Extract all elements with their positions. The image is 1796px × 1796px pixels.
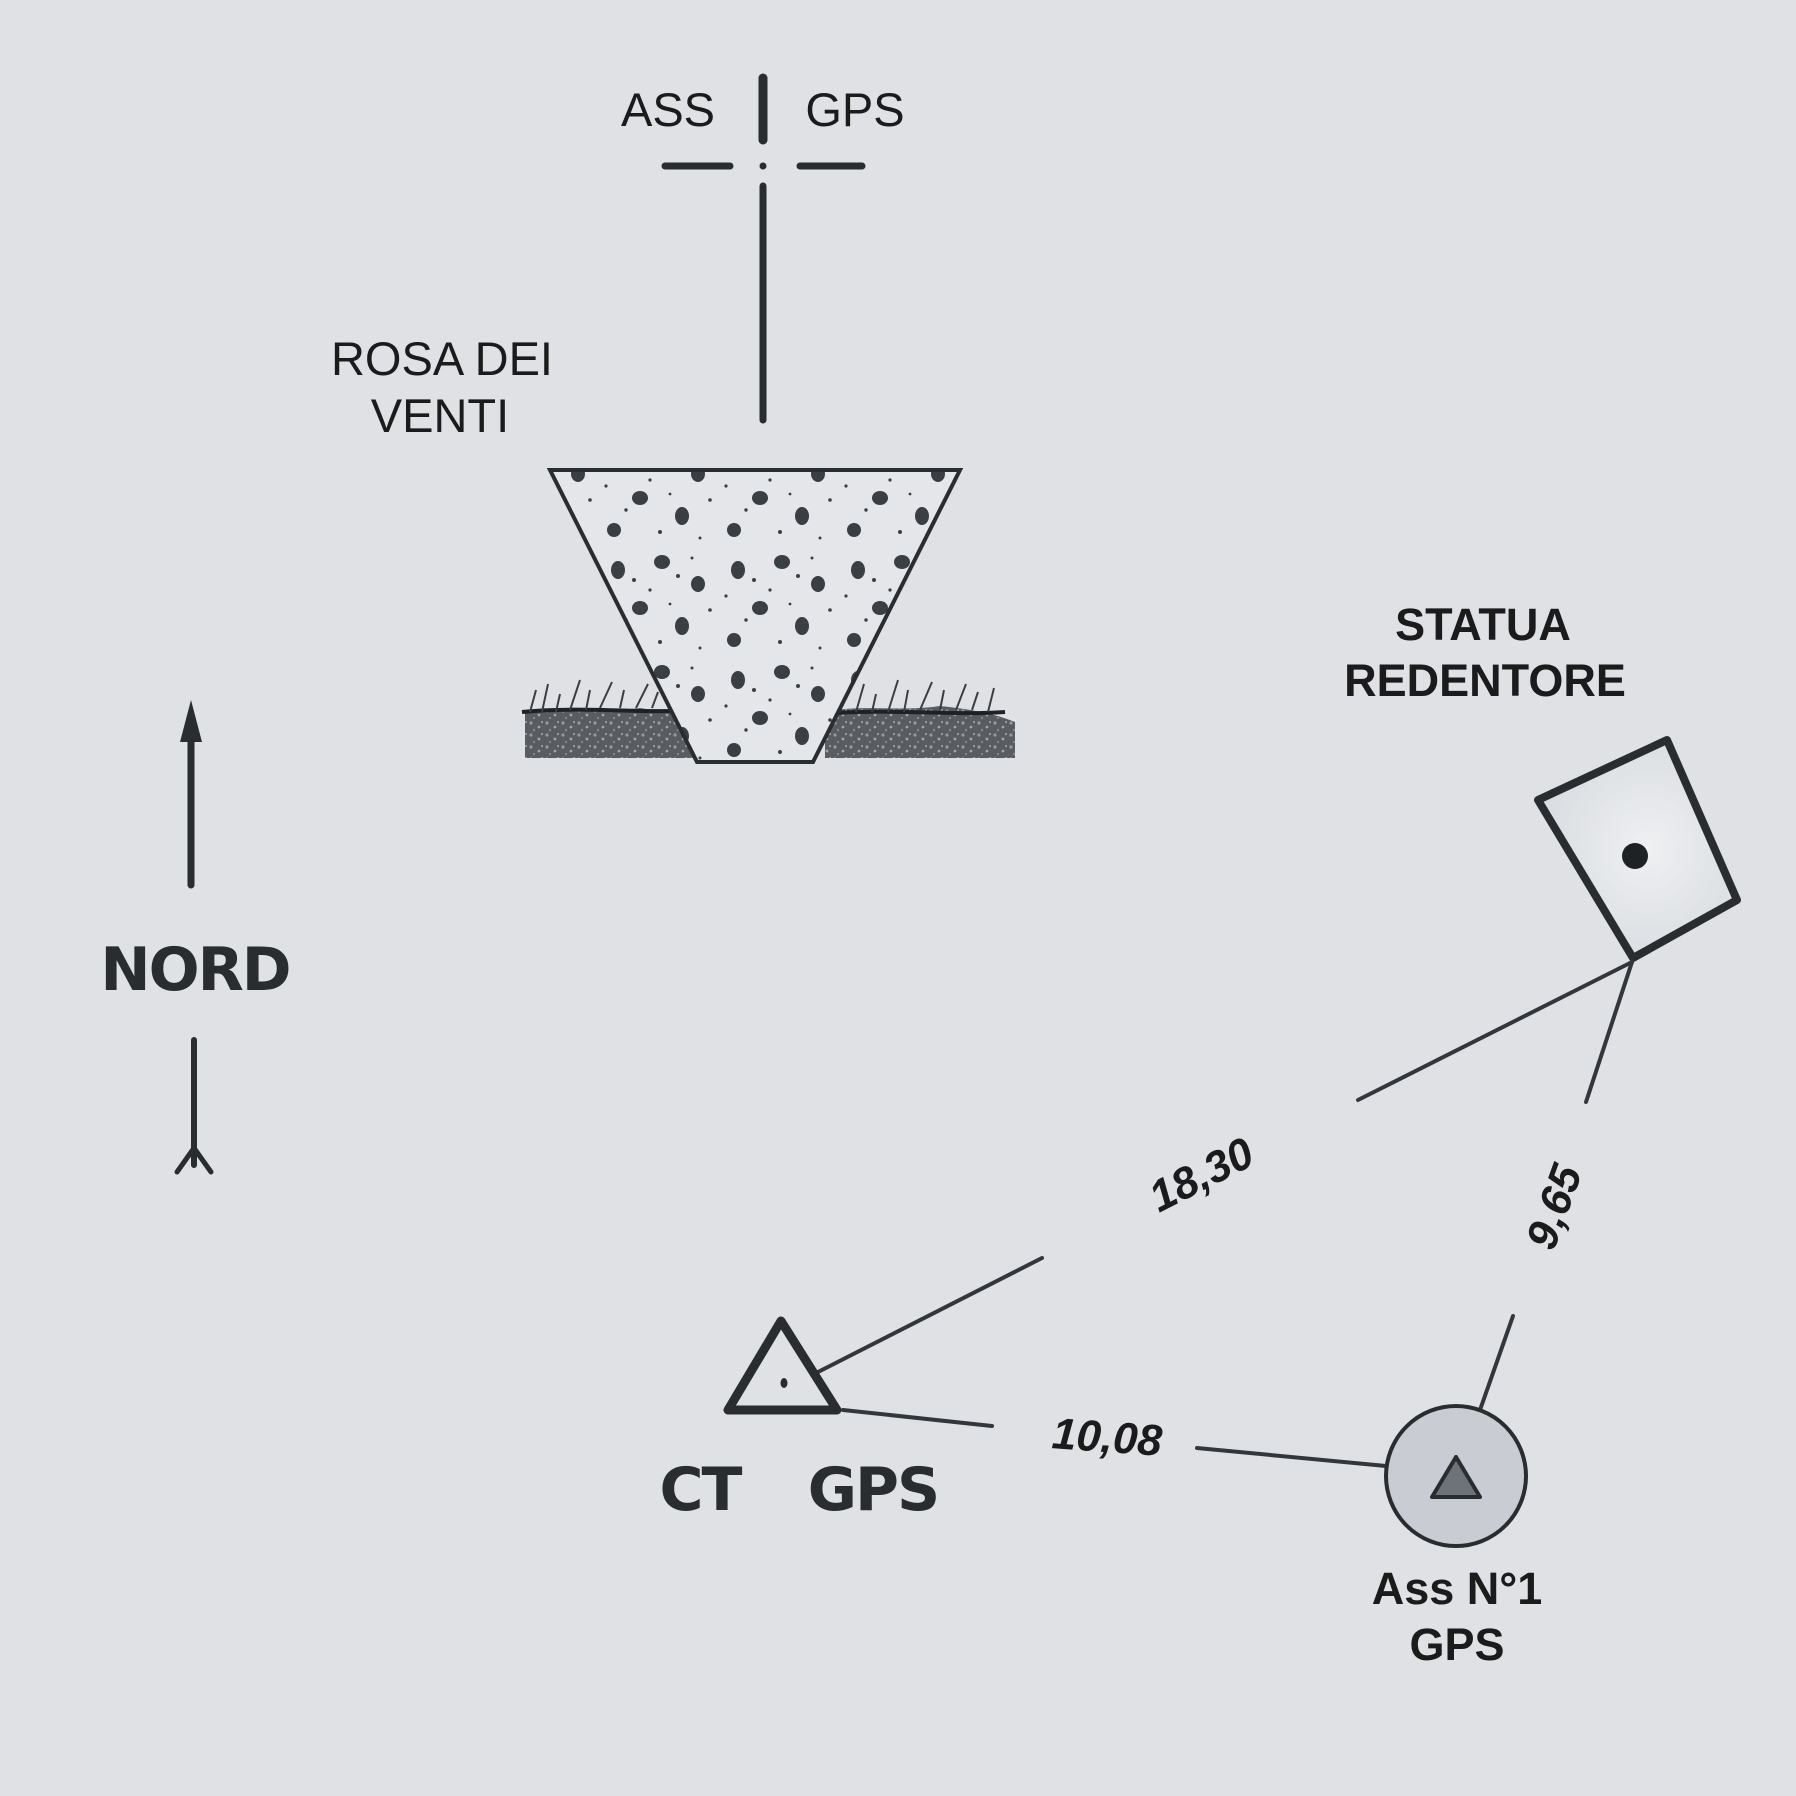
measurement-lines xyxy=(816,960,1634,1468)
monument-label-line2: VENTI xyxy=(371,389,509,442)
line-statue-to-assist-upper xyxy=(1584,960,1634,1104)
north-arrow-icon xyxy=(174,700,214,1175)
control-point-triangle-icon xyxy=(723,1316,842,1415)
north-label: NORD xyxy=(100,935,289,1005)
assist-point-label-line2: GPS xyxy=(1409,1619,1504,1670)
line-statue-to-ct-upper xyxy=(1356,960,1634,1102)
statue-label-line2: REDENTORE xyxy=(1344,655,1626,706)
line-statue-to-ct-lower xyxy=(816,1256,1044,1374)
statue-label-line1: STATUA xyxy=(1395,599,1571,650)
monument-label-line1: ROSA DEI xyxy=(331,332,553,385)
benchmark-cross-icon xyxy=(661,73,866,424)
distance-assist-to-statue: 9,65 xyxy=(1517,1158,1593,1256)
monument-icon xyxy=(521,468,1015,764)
control-point-label-left: CT xyxy=(660,1455,743,1525)
line-ct-to-assist-left xyxy=(841,1408,994,1428)
line-statue-to-assist-lower xyxy=(1478,1314,1515,1412)
control-point-label-right: GPS xyxy=(808,1455,938,1525)
assist-point-label-line1: Ass N°1 xyxy=(1372,1563,1543,1614)
assist-point-marker-icon xyxy=(1384,1404,1528,1548)
distance-ct-to-statue: 18,30 xyxy=(1141,1128,1262,1222)
statue-plinth-icon xyxy=(1534,736,1741,962)
line-ct-to-assist-right xyxy=(1195,1446,1388,1468)
benchmark-label-right: GPS xyxy=(805,83,904,136)
distance-ct-to-assist: 10,08 xyxy=(1050,1409,1164,1466)
benchmark-label-left: ASS xyxy=(621,83,715,136)
